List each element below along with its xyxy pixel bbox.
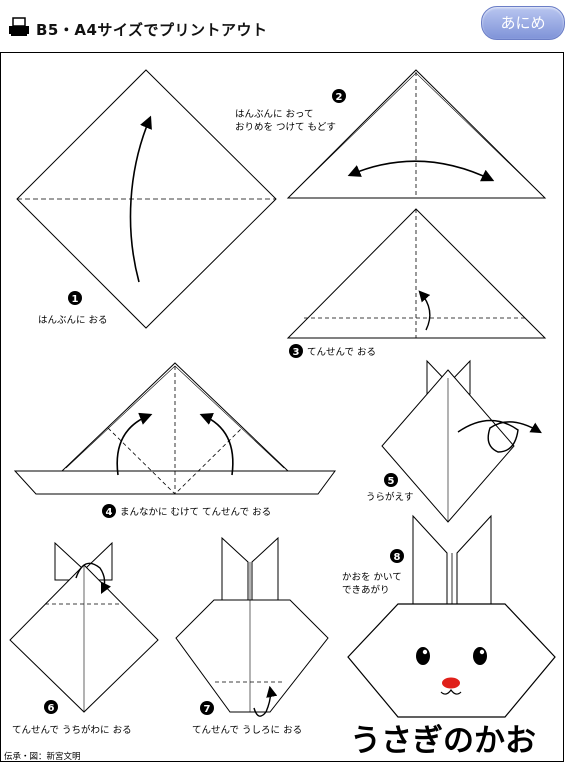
mouth [440, 688, 462, 695]
step-4-figure [13, 362, 336, 495]
svg-text:3: 3 [293, 347, 300, 358]
step-2-text-line1: はんぶんに おって [235, 109, 314, 120]
step-6-figure [9, 541, 159, 713]
svg-text:6: 6 [48, 703, 55, 714]
step-3-figure [286, 208, 547, 339]
step-1-number: 1 [68, 291, 82, 305]
step-1-text: はんぶんに おる [38, 315, 108, 326]
step-8-text-line1: かおを かいて [342, 572, 402, 583]
nose [442, 677, 460, 689]
step-5-text: うらがえす [366, 491, 414, 503]
step-2-number: 2 [332, 89, 346, 103]
anime-button[interactable]: あにめ [481, 6, 565, 40]
step-1-figure [16, 69, 277, 329]
step-8-figure [347, 514, 556, 718]
svg-text:7: 7 [204, 704, 211, 715]
right-eye [473, 647, 487, 665]
step-5-number: 5 [384, 473, 398, 487]
diagram-frame [0, 52, 564, 762]
step-3-number: 3 [289, 344, 303, 358]
svg-text:1: 1 [72, 294, 79, 305]
printer-icon [9, 17, 29, 36]
svg-text:8: 8 [394, 552, 401, 563]
step-3-text: てんせんで おる [307, 347, 376, 358]
step-6-text: てんせんで うちがわに おる [12, 724, 132, 736]
step-8-number: 8 [390, 549, 404, 563]
step-2-text-line2: おりめを つけて もどす [235, 122, 336, 133]
step-5-figure [381, 359, 542, 523]
step-4-number: 4 [102, 504, 116, 518]
step-7-text: てんせんで うしろに おる [192, 725, 302, 736]
step-7-figure [175, 536, 329, 717]
step-8-text-line2: できあがり [342, 584, 390, 596]
svg-text:2: 2 [336, 92, 343, 103]
diagram-title: うさぎのかお [350, 723, 536, 759]
step-4-text: まんなかに むけて てんせんで おる [120, 507, 271, 518]
header: B5・A4サイズでプリントアウト あにめ [0, 0, 567, 44]
page-title: B5・A4サイズでプリントアウト [36, 21, 268, 39]
step-6-number: 6 [44, 700, 58, 714]
svg-text:4: 4 [106, 507, 113, 518]
step-2-figure [286, 69, 547, 199]
left-eye [416, 647, 430, 665]
step-7-number: 7 [200, 701, 214, 715]
credit: 伝承・図：新宮文明 [4, 751, 81, 762]
svg-text:5: 5 [388, 476, 395, 487]
